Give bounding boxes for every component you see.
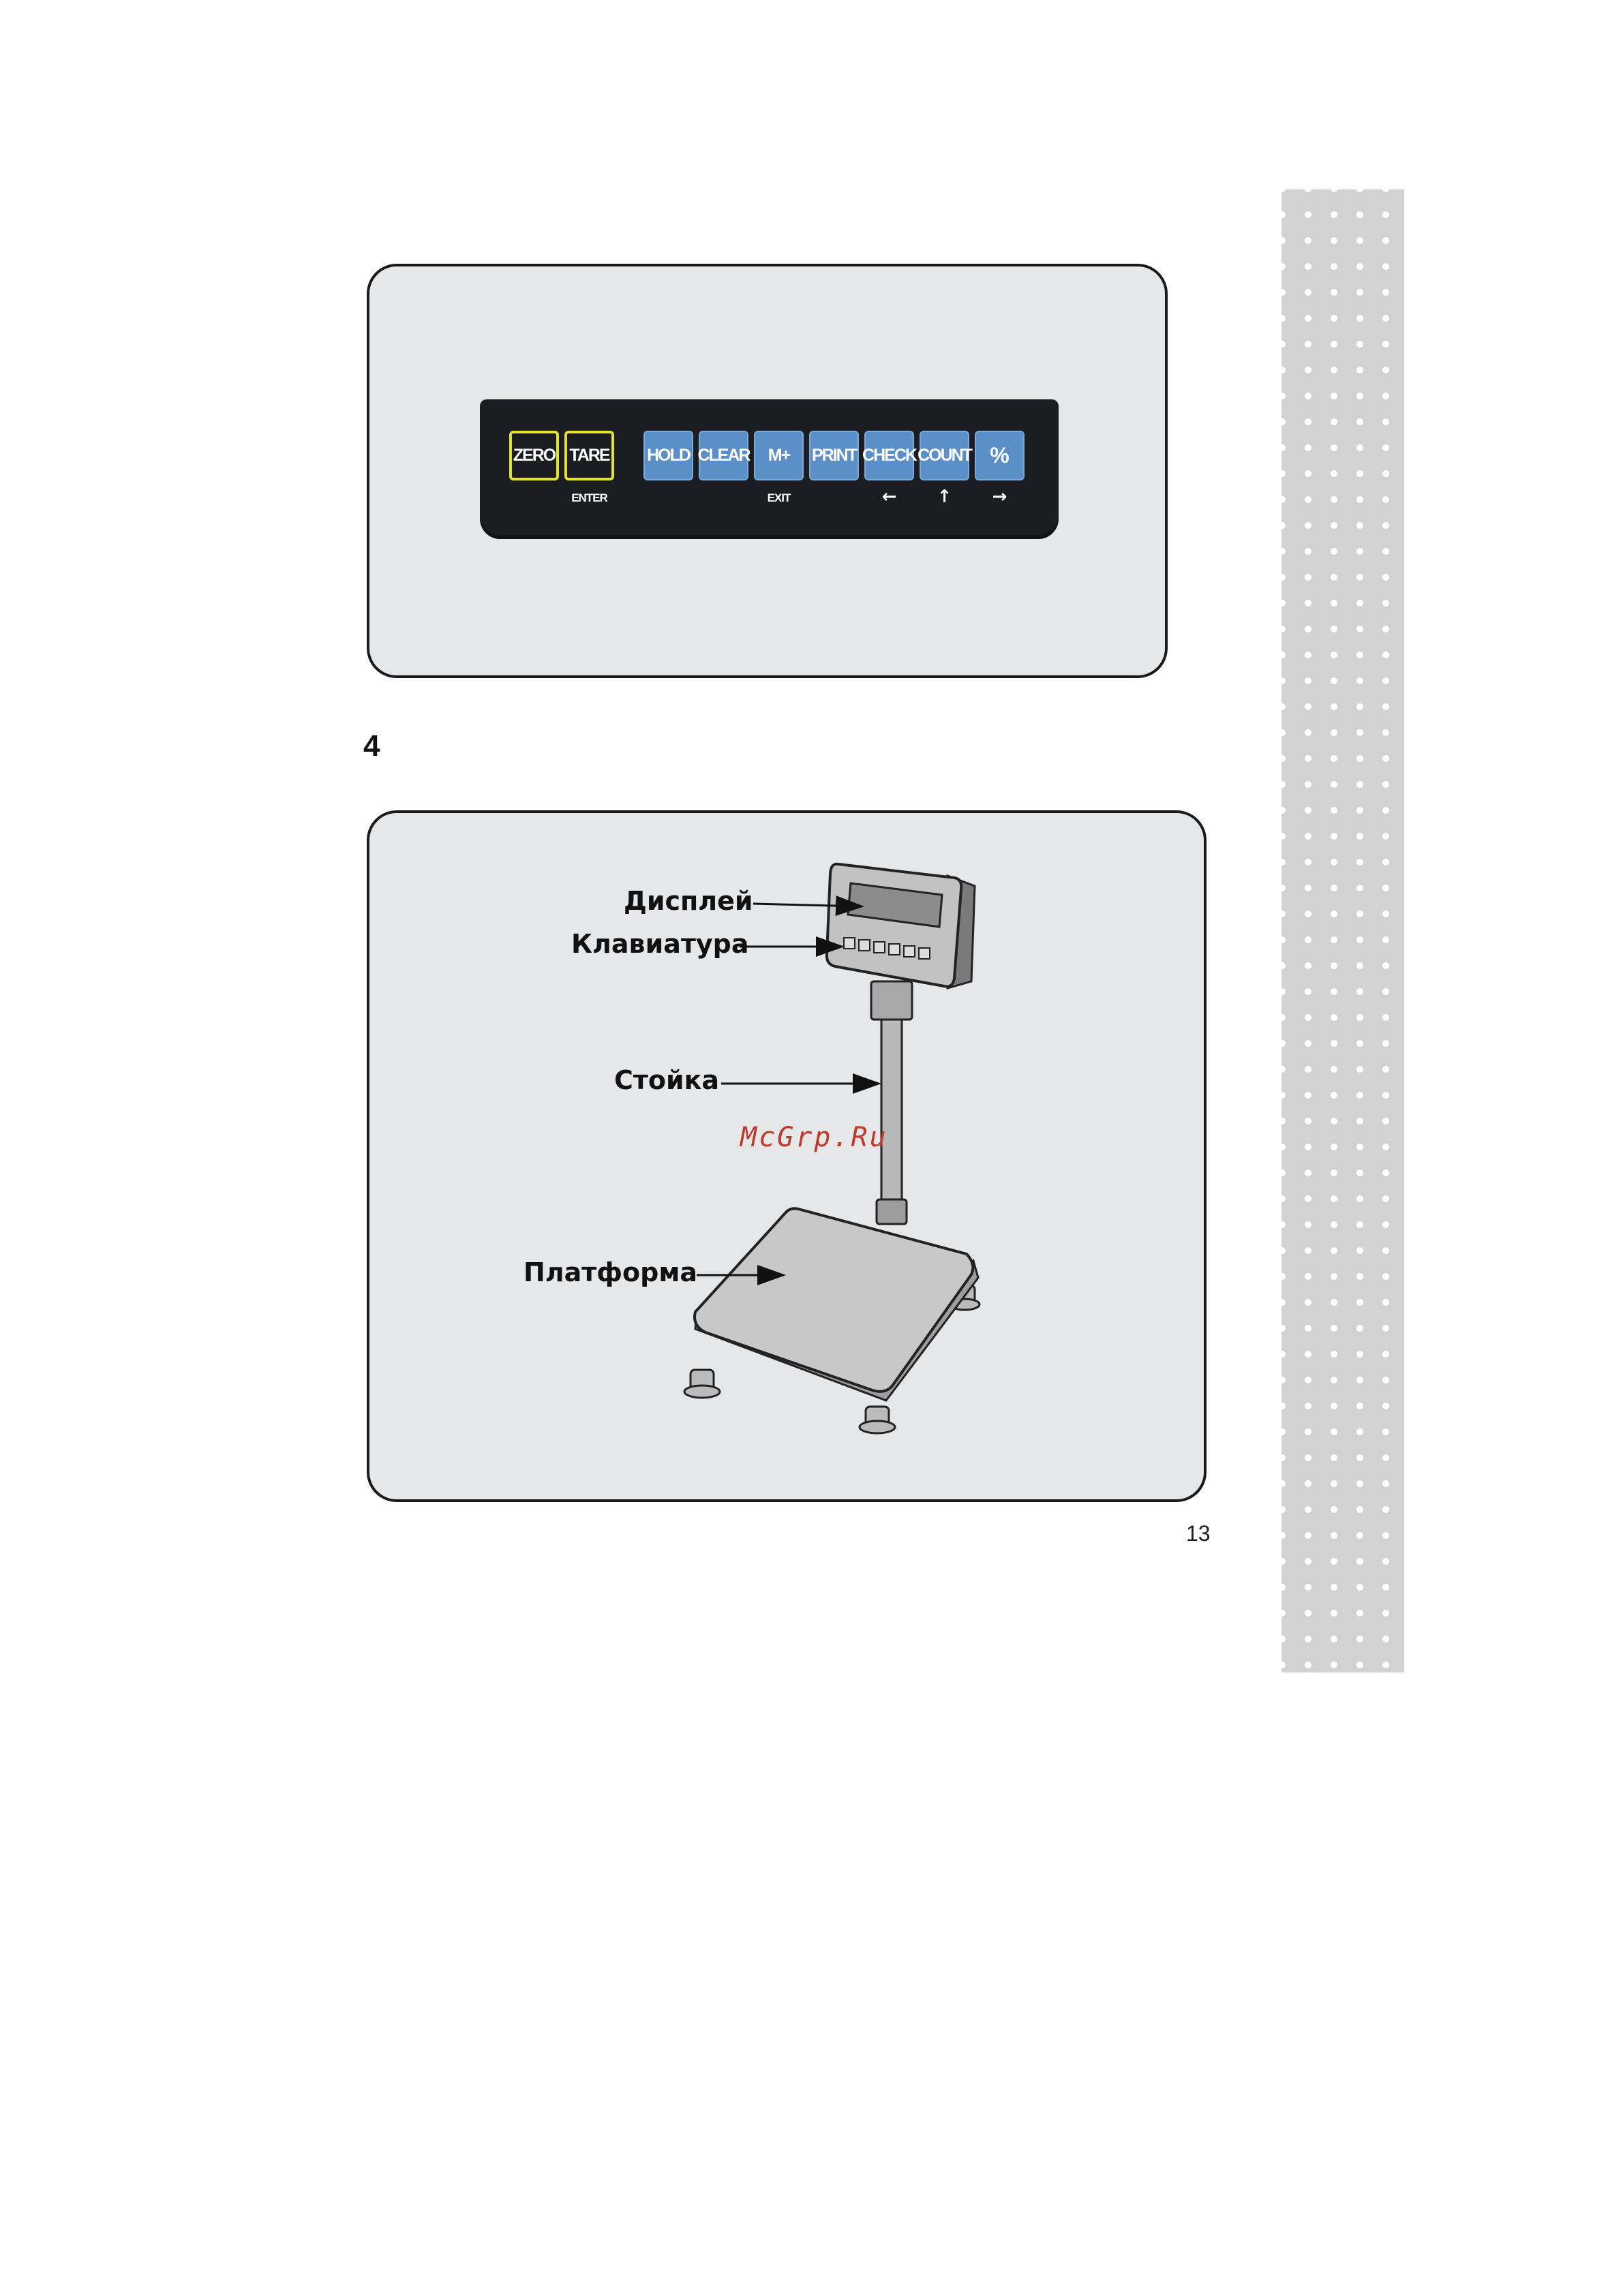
stand-label: Стойка <box>614 1065 719 1095</box>
watermark: McGrp.Ru <box>740 1122 888 1153</box>
keyboard-label: Клавиатура <box>571 929 749 959</box>
page-number: 13 <box>1186 1521 1211 1546</box>
stand-column <box>881 1015 902 1213</box>
platform-top <box>695 1208 973 1391</box>
display-label: Дисплей <box>624 886 753 916</box>
stand-collar <box>877 1199 907 1224</box>
stand-top-mount <box>871 981 912 1020</box>
platform-label: Платформа <box>524 1257 697 1287</box>
indicator-body <box>827 864 961 987</box>
